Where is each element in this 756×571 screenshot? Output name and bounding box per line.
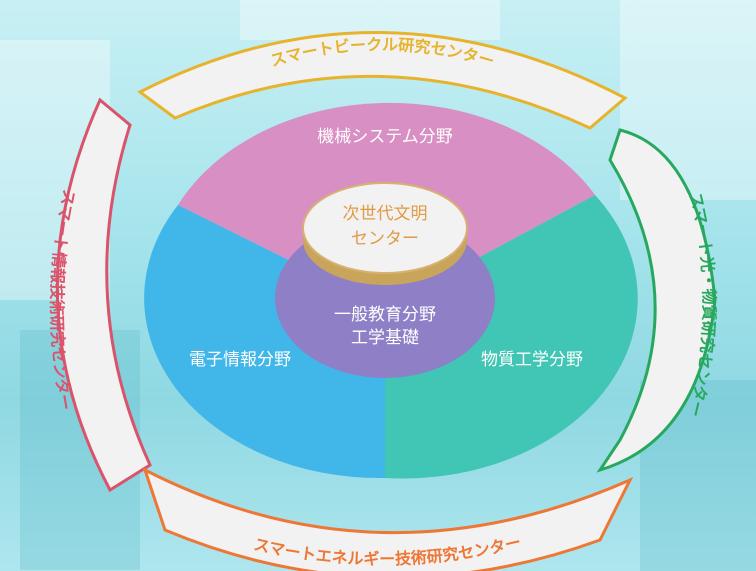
core-label-line1: 一般教育分野 — [334, 305, 436, 325]
sector-materials-label: 物質工学分野 — [481, 350, 583, 370]
band-photonics-shape — [596, 128, 717, 473]
center-label-line1: 次世代文明 — [343, 204, 428, 224]
outer-band-energy[interactable]: スマートエネルギー技術研究センター — [142, 466, 634, 571]
band-vehicle-shape — [137, 30, 628, 130]
center-next-generation[interactable]: 次世代文明 センター — [302, 182, 468, 285]
core-label-line2: 工学基礎 — [351, 328, 419, 348]
band-energy-shape — [142, 466, 634, 571]
sector-electronic-label: 電子情報分野 — [189, 350, 291, 370]
sector-electronic[interactable]: 電子情報分野 — [144, 205, 385, 479]
sector-mechanical-label: 機械システム分野 — [317, 127, 453, 147]
sector-materials[interactable]: 物質工学分野 — [385, 195, 638, 479]
center-label-line2: センター — [351, 229, 419, 249]
center-top-shape — [302, 182, 468, 274]
outer-band-vehicle[interactable]: スマートビークル研究センター — [137, 30, 628, 130]
sector-electronic-shape — [144, 205, 385, 479]
band-information-shape — [55, 97, 152, 493]
sector-materials-shape — [385, 195, 638, 479]
outer-band-information[interactable]: スマート情報技術研究センター — [47, 97, 152, 493]
